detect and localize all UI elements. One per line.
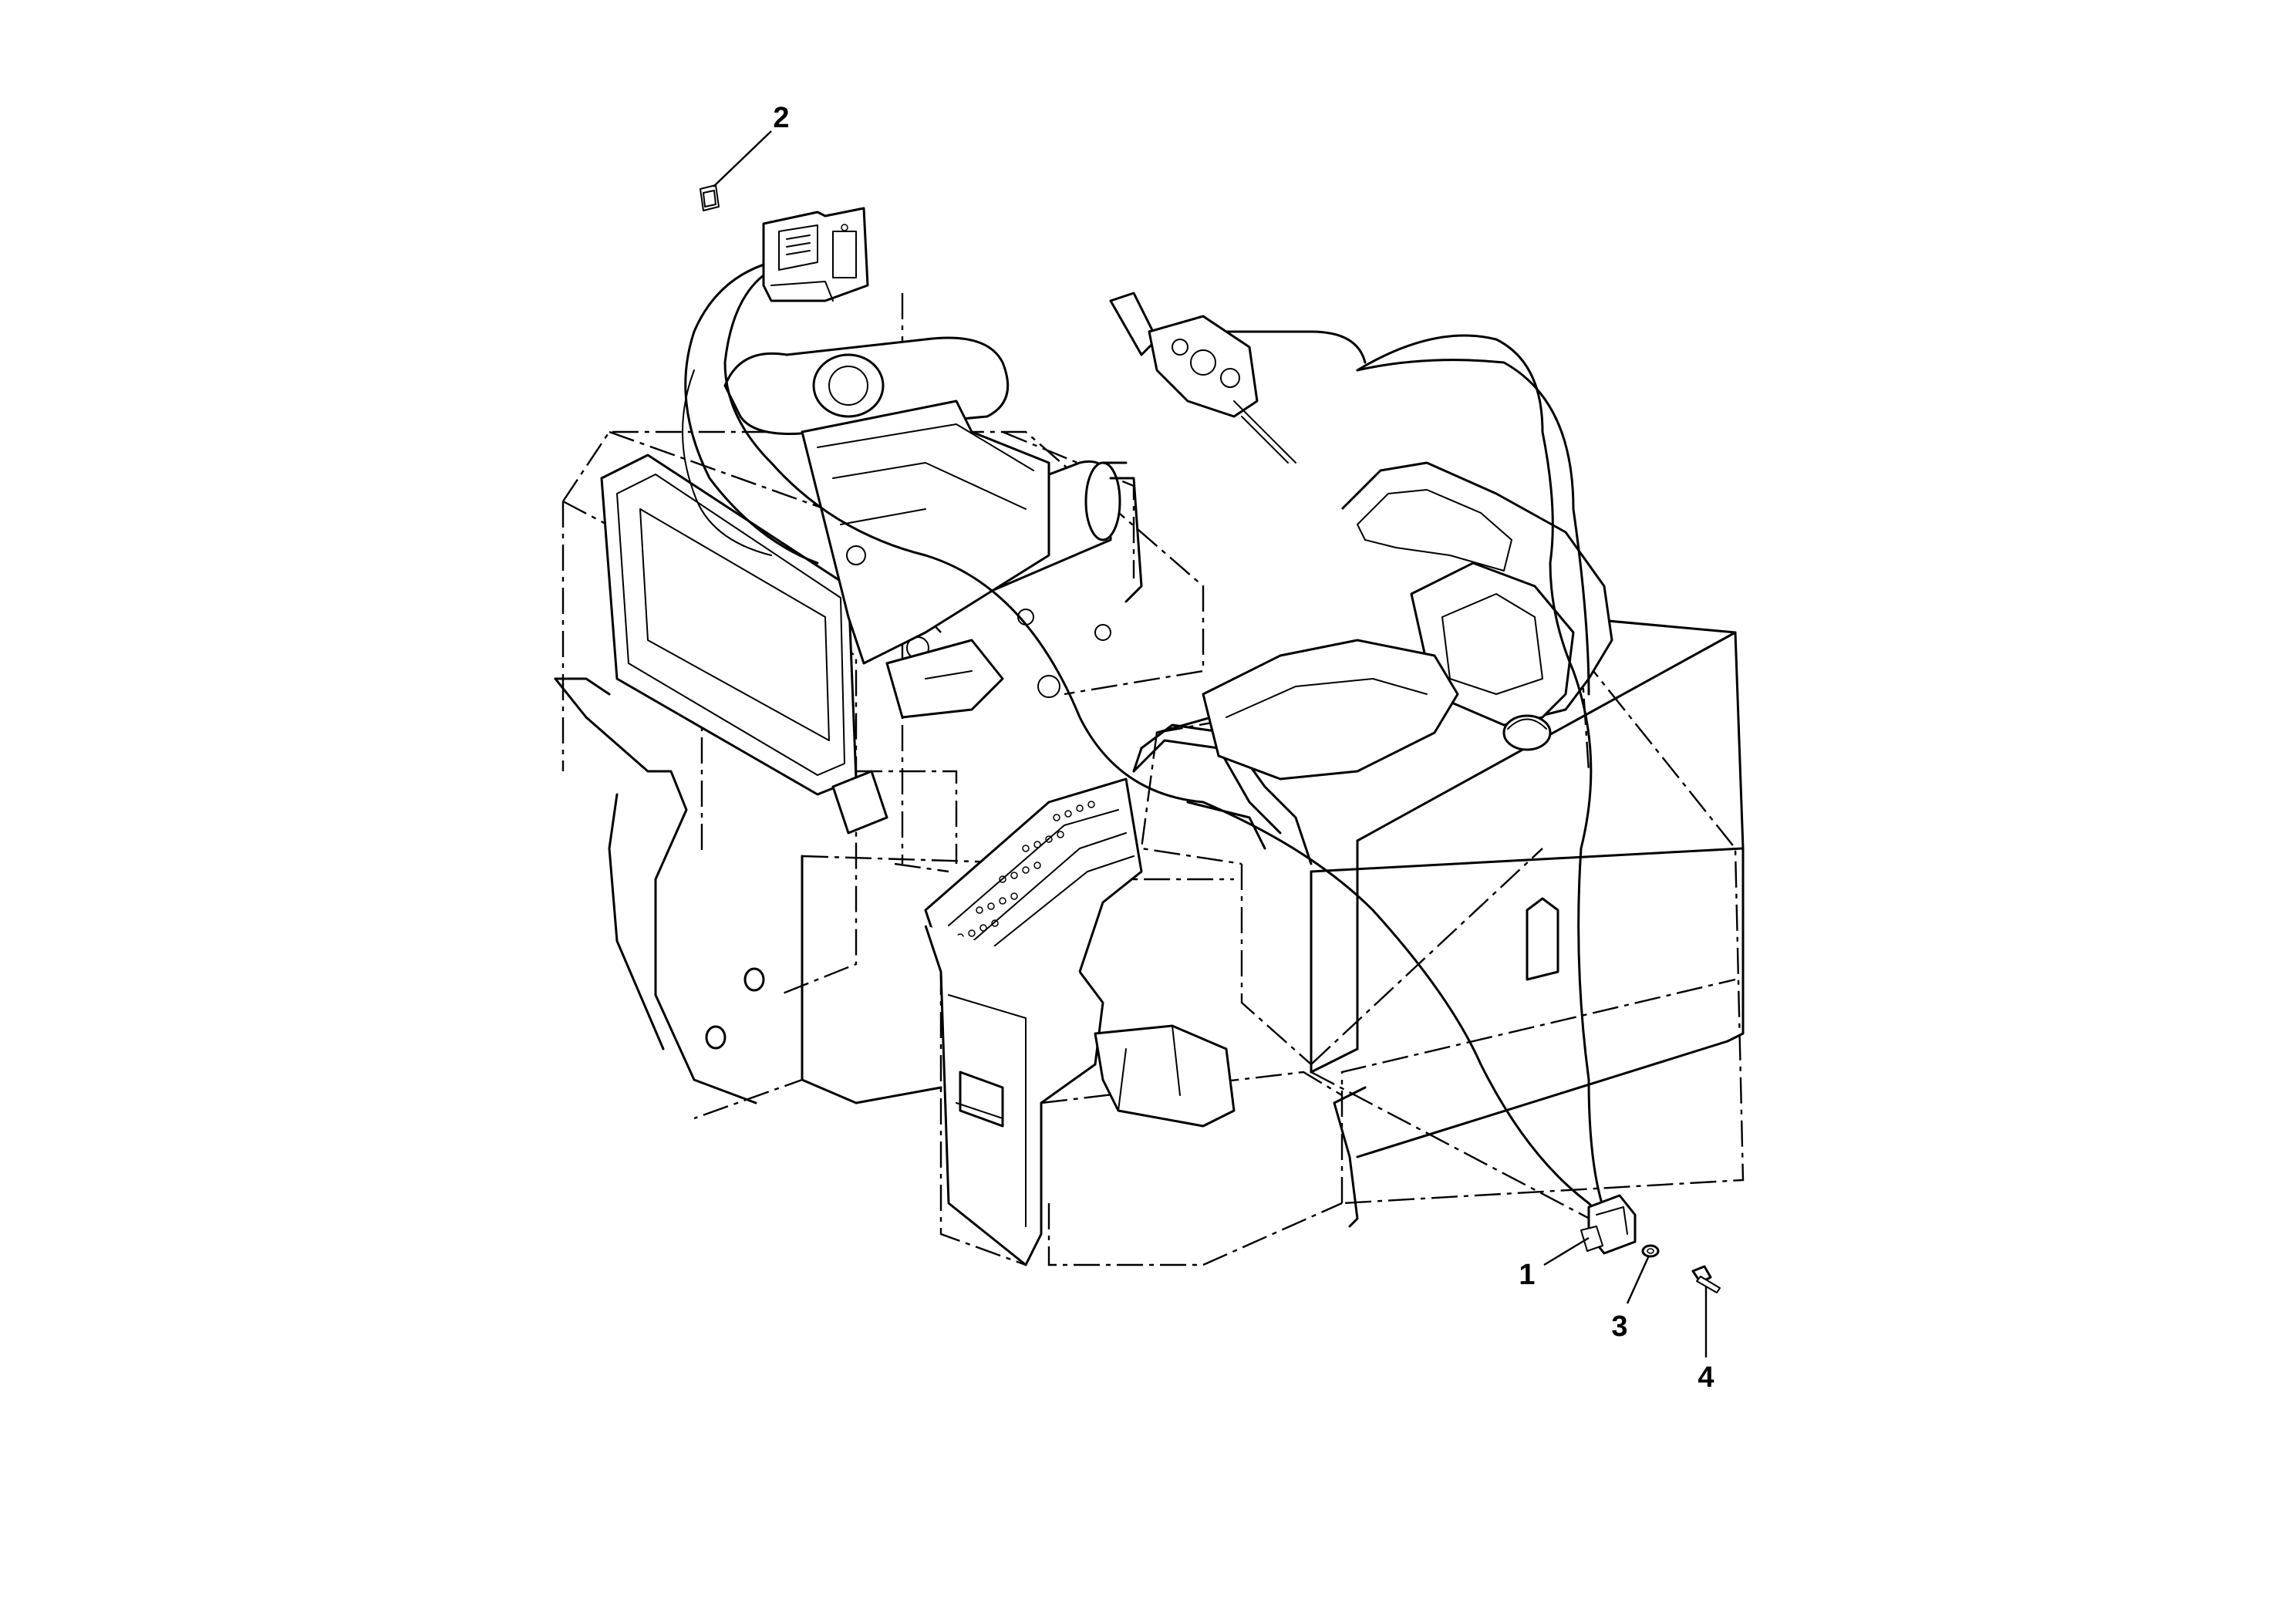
screw-part [1691,1265,1721,1293]
machine-frame-phantom [561,293,1745,1266]
wire-harness [682,261,1613,1243]
tread-holes [956,801,1095,941]
callout-label-3: 3 [1611,1310,1627,1343]
control-module [762,207,869,302]
chassis-body [554,615,1745,1228]
callout-label-1: 1 [1519,1259,1535,1291]
engine-assembly [600,336,1143,835]
switch-part [1580,1194,1637,1255]
leader-1 [1543,1236,1590,1266]
module-cover [700,184,720,211]
control-lever-assembly [1109,292,1296,464]
callout-label-4: 4 [1698,1361,1714,1394]
leader-2 [713,130,772,187]
callout-label-2: 2 [773,102,789,134]
foot-platform [924,777,1236,1266]
operator-seat [1202,461,1613,781]
leader-3 [1626,1255,1650,1304]
washer-part [1641,1244,1660,1258]
callout-labels: 2 1 3 4 [773,102,1714,1394]
callout-leaders [713,130,1708,1357]
